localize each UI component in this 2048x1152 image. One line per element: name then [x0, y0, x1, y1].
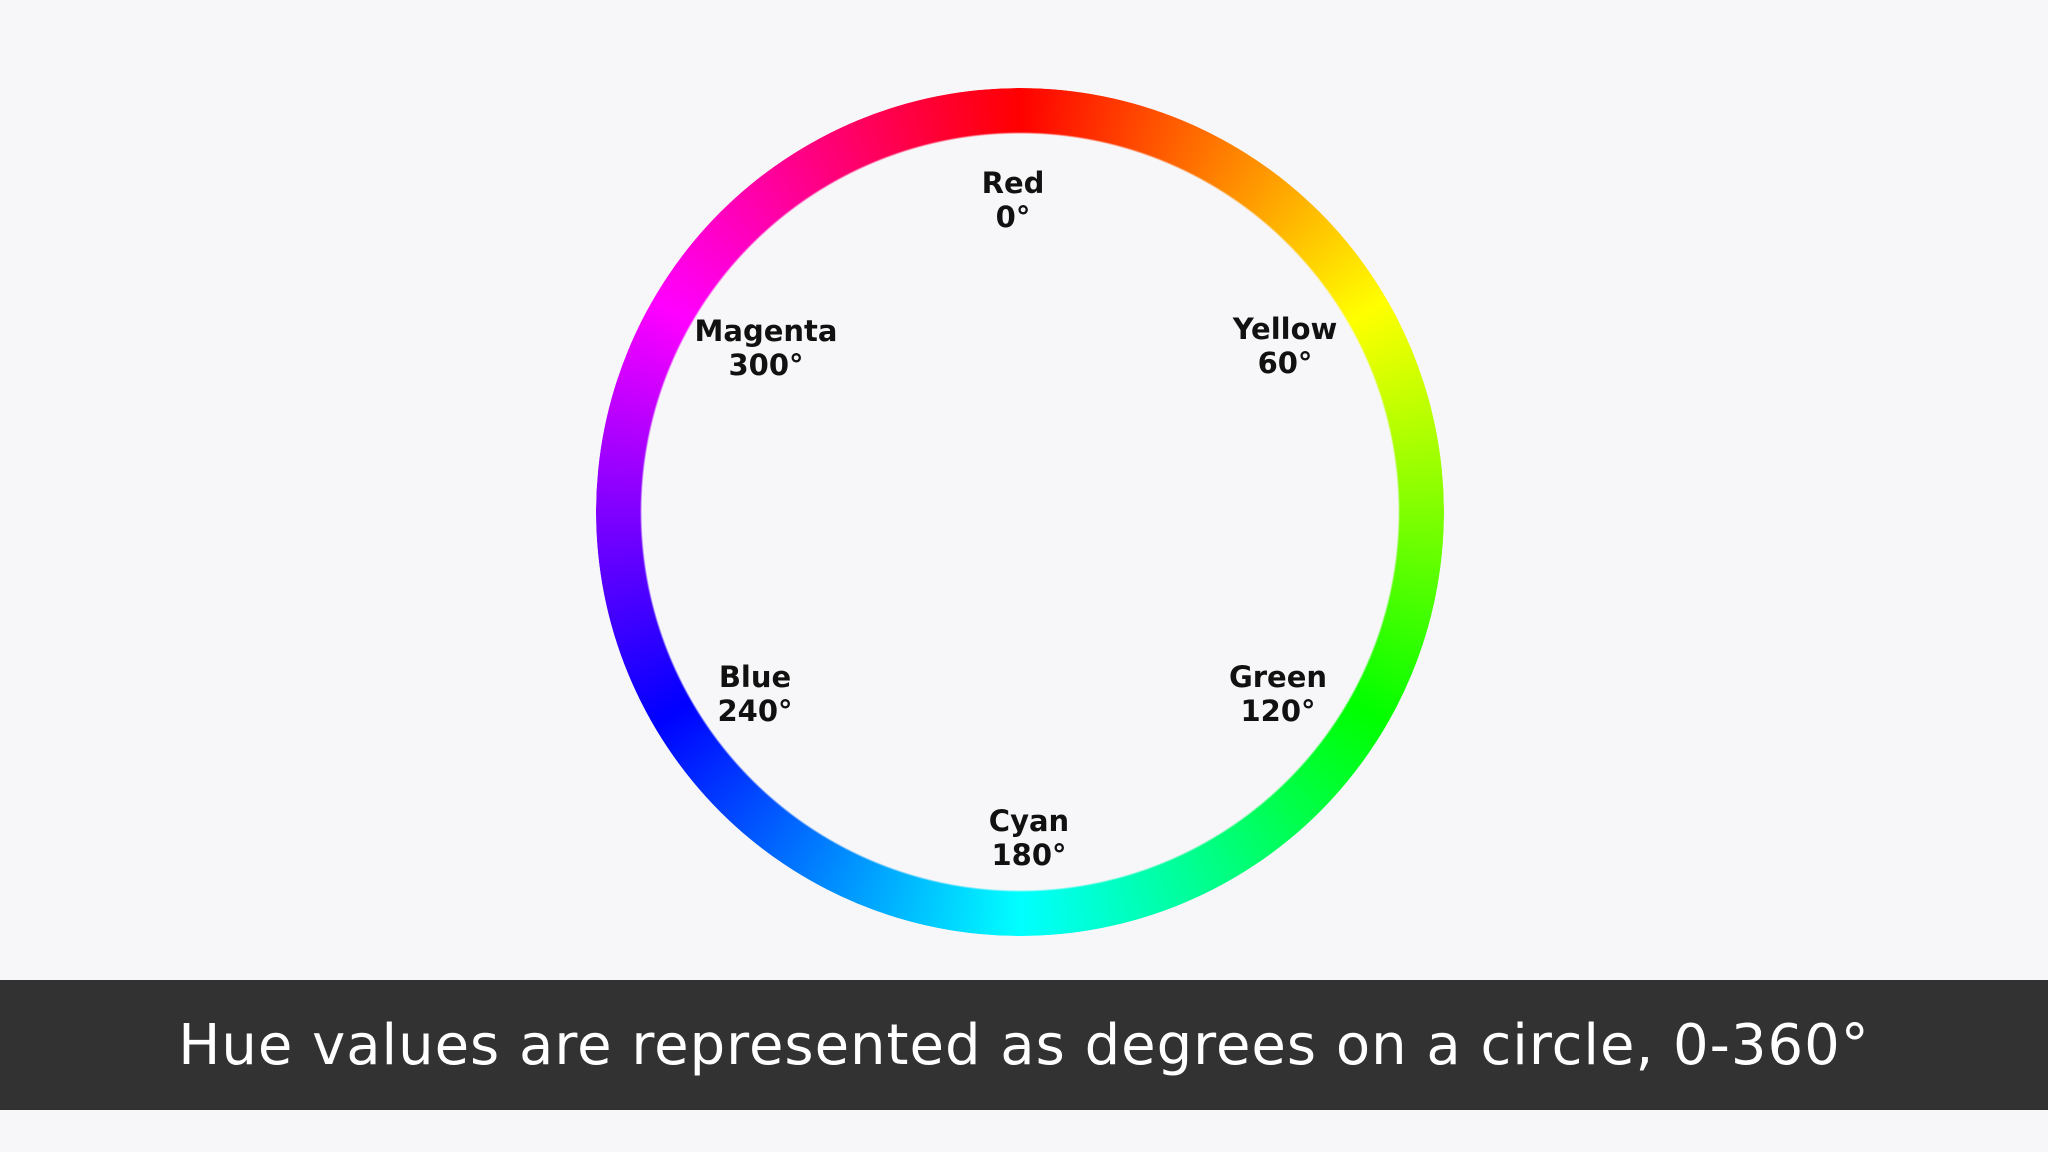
hue-label-yellow: Yellow 60° [1175, 312, 1395, 380]
caption-text: Hue values are represented as degrees on… [178, 1012, 1870, 1078]
hue-name-yellow: Yellow [1232, 312, 1338, 346]
hue-degrees-blue: 240° [717, 694, 793, 728]
hue-name-magenta: Magenta [694, 314, 838, 348]
hue-color-ring [596, 88, 1444, 936]
hue-name-red: Red [981, 166, 1045, 200]
hue-label-magenta: Magenta 300° [656, 314, 876, 382]
hue-label-blue: Blue 240° [645, 660, 865, 728]
hue-wheel-diagram: Red 0° Yellow 60° Green 120° Cyan 180° B… [596, 88, 1444, 936]
hue-name-blue: Blue [718, 660, 792, 694]
hue-name-green: Green [1228, 660, 1328, 694]
hue-degrees-yellow: 60° [1257, 346, 1313, 380]
caption-bar: Hue values are represented as degrees on… [0, 980, 2048, 1110]
hue-degrees-magenta: 300° [728, 348, 804, 382]
hue-degrees-red: 0° [995, 200, 1031, 234]
hue-name-cyan: Cyan [988, 804, 1070, 838]
hue-label-red: Red 0° [903, 166, 1123, 234]
hue-label-cyan: Cyan 180° [919, 804, 1139, 872]
hue-degrees-green: 120° [1240, 694, 1316, 728]
hue-degrees-cyan: 180° [991, 838, 1067, 872]
hue-label-green: Green 120° [1168, 660, 1388, 728]
